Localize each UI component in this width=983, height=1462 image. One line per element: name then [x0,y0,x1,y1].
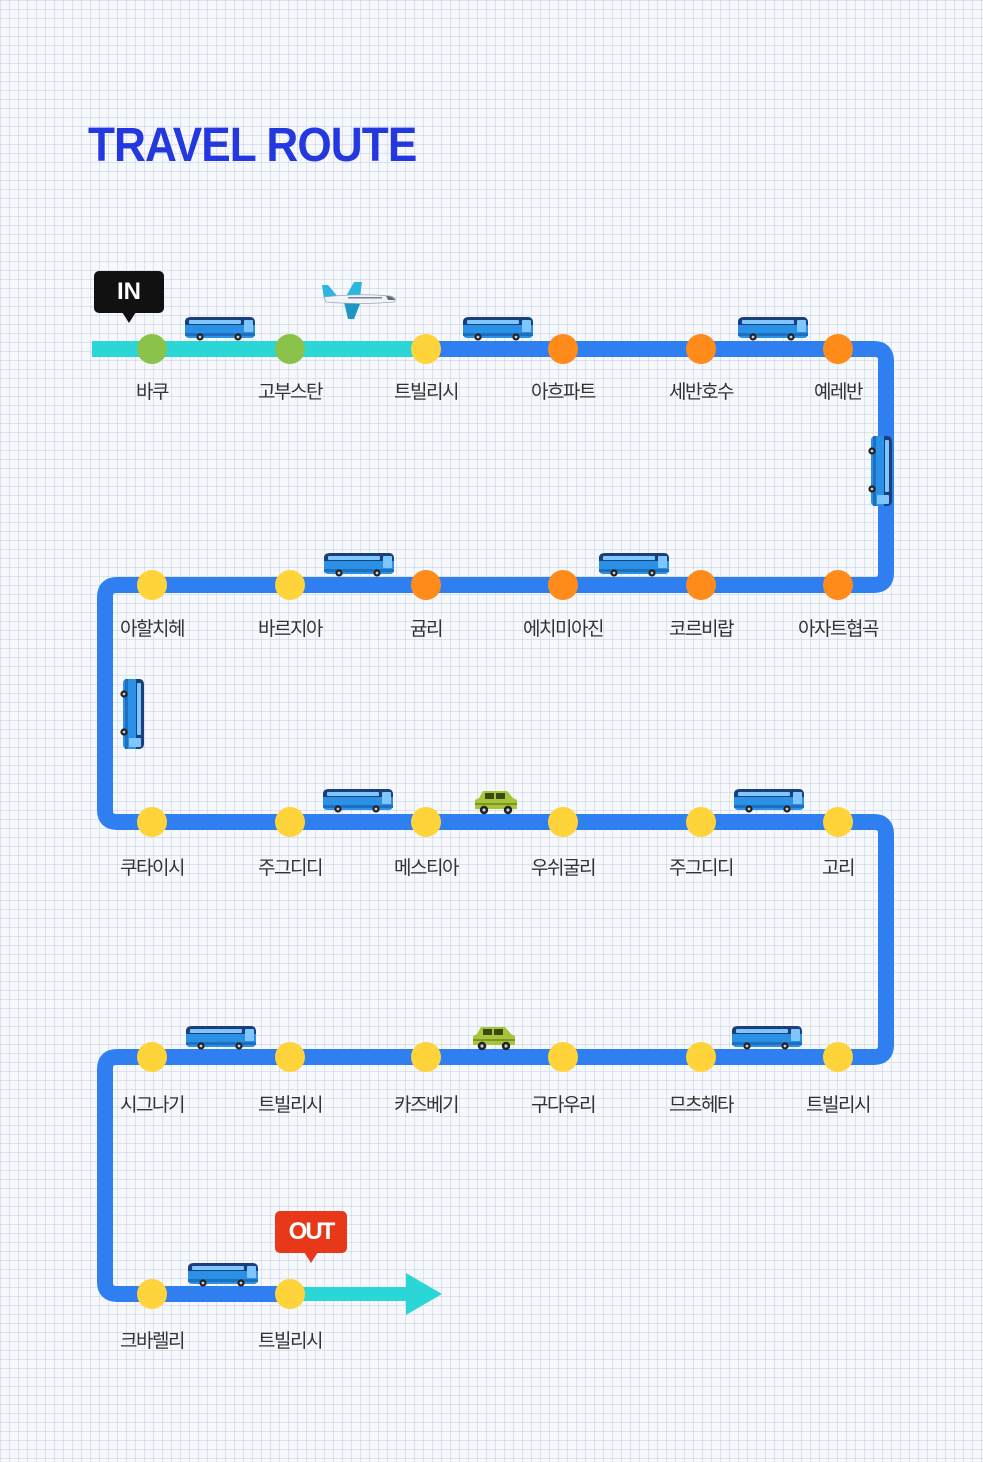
end-marker: OUT [275,1211,347,1263]
stop-dot [275,807,305,837]
stop-dot [137,807,167,837]
bus-icon [599,553,669,577]
stop-dot [686,1042,716,1072]
stop-label: 주그디디 [669,857,734,879]
stop-label: 우쉬굴리 [531,857,596,879]
stop-label: 트빌리시 [806,1094,871,1116]
stop-label: 귬리 [410,618,443,640]
stop-dot [686,807,716,837]
stop-dot [275,1042,305,1072]
stop-label: 메스티아 [394,857,459,879]
stop-label: 므츠헤타 [669,1094,734,1116]
stop-dot [137,1279,167,1309]
stop-dot [823,1042,853,1072]
stop-label: 고부스탄 [258,381,323,403]
stop-label: 예레반 [814,381,863,403]
stop-label: 아자트협곡 [798,618,879,640]
stop-label: 아할치헤 [120,618,185,640]
stop-label: 트빌리시 [258,1094,323,1116]
stop-label: 트빌리시 [258,1330,323,1352]
stop-dot [548,807,578,837]
airplane-icon [321,281,396,320]
bus-icon [324,553,394,577]
bus-icon [732,1026,802,1050]
stop-dot [275,570,305,600]
stop-label: 고리 [822,857,855,879]
stop-label: 쿠타이시 [120,857,185,879]
route-line [97,341,894,1302]
stop-dot [686,570,716,600]
bus-icon [463,317,533,341]
stop-dot [823,570,853,600]
stop-label: 코르비랍 [669,618,734,640]
bus-icon [738,317,808,341]
stop-label: 세반호수 [669,381,734,403]
stop-dot [137,1042,167,1072]
car-icon [475,791,517,815]
stop-dot [411,334,441,364]
stop-label: 에치미아진 [523,618,604,640]
stop-label: 크바렐리 [120,1330,185,1352]
bus-icon [186,1026,256,1050]
stop-dot [686,334,716,364]
stop-dot [275,1279,305,1309]
stop-label: 주그디디 [258,857,323,879]
stop-dot [823,807,853,837]
route-end-arrow [406,1273,442,1315]
stop-label: 바쿠 [136,381,169,403]
stop-dot [411,807,441,837]
stop-dot [275,334,305,364]
stop-label: 아흐파트 [531,381,596,403]
stop-dot [137,334,167,364]
stop-dot [411,1042,441,1072]
start-marker: IN [94,271,164,323]
stop-label: 카즈베기 [394,1094,459,1116]
bus-icon [734,789,804,813]
stop-label: 구다우리 [531,1094,596,1116]
stop-dot [823,334,853,364]
stop-label: 트빌리시 [394,381,459,403]
stop-label: 바르지아 [258,618,323,640]
page-title: TRAVEL ROUTE [88,119,417,172]
stop-dot [548,1042,578,1072]
stop-label: 시그나기 [120,1094,185,1116]
bus-icon [323,789,393,813]
bus-icon [868,436,892,506]
stop-dot [411,570,441,600]
stop-dot [548,334,578,364]
bus-icon [120,679,144,749]
car-icon [473,1027,515,1051]
stop-dot [548,570,578,600]
bus-icon [188,1263,258,1287]
bus-icon [185,317,255,341]
stop-dot [137,570,167,600]
